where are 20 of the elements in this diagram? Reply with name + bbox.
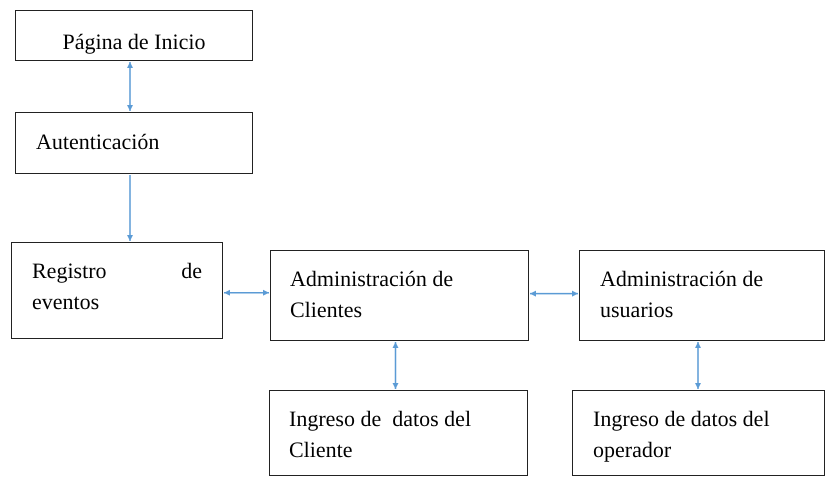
- box-label: Administración de Clientes: [290, 265, 454, 324]
- box-label: Administración de usuarios: [600, 265, 764, 324]
- arrow: [224, 290, 269, 296]
- process-box: [269, 390, 528, 476]
- box-label: Página de Inicio: [62, 28, 206, 56]
- process-box: [15, 112, 253, 174]
- process-box: [579, 250, 825, 341]
- arrow: [530, 290, 578, 297]
- arrow: [127, 62, 133, 111]
- box-label: Registro de eventos: [32, 257, 202, 316]
- arrow: [695, 342, 701, 389]
- process-box: [15, 10, 253, 61]
- arrow: [392, 342, 398, 389]
- process-box: [572, 390, 825, 476]
- box-label: Autenticación: [36, 128, 160, 156]
- process-box: [270, 250, 529, 341]
- box-label: Ingreso de datos del Cliente: [289, 405, 472, 464]
- box-label: Ingreso de datos del operador: [593, 405, 771, 464]
- arrow: [127, 175, 133, 241]
- process-box: [11, 242, 223, 339]
